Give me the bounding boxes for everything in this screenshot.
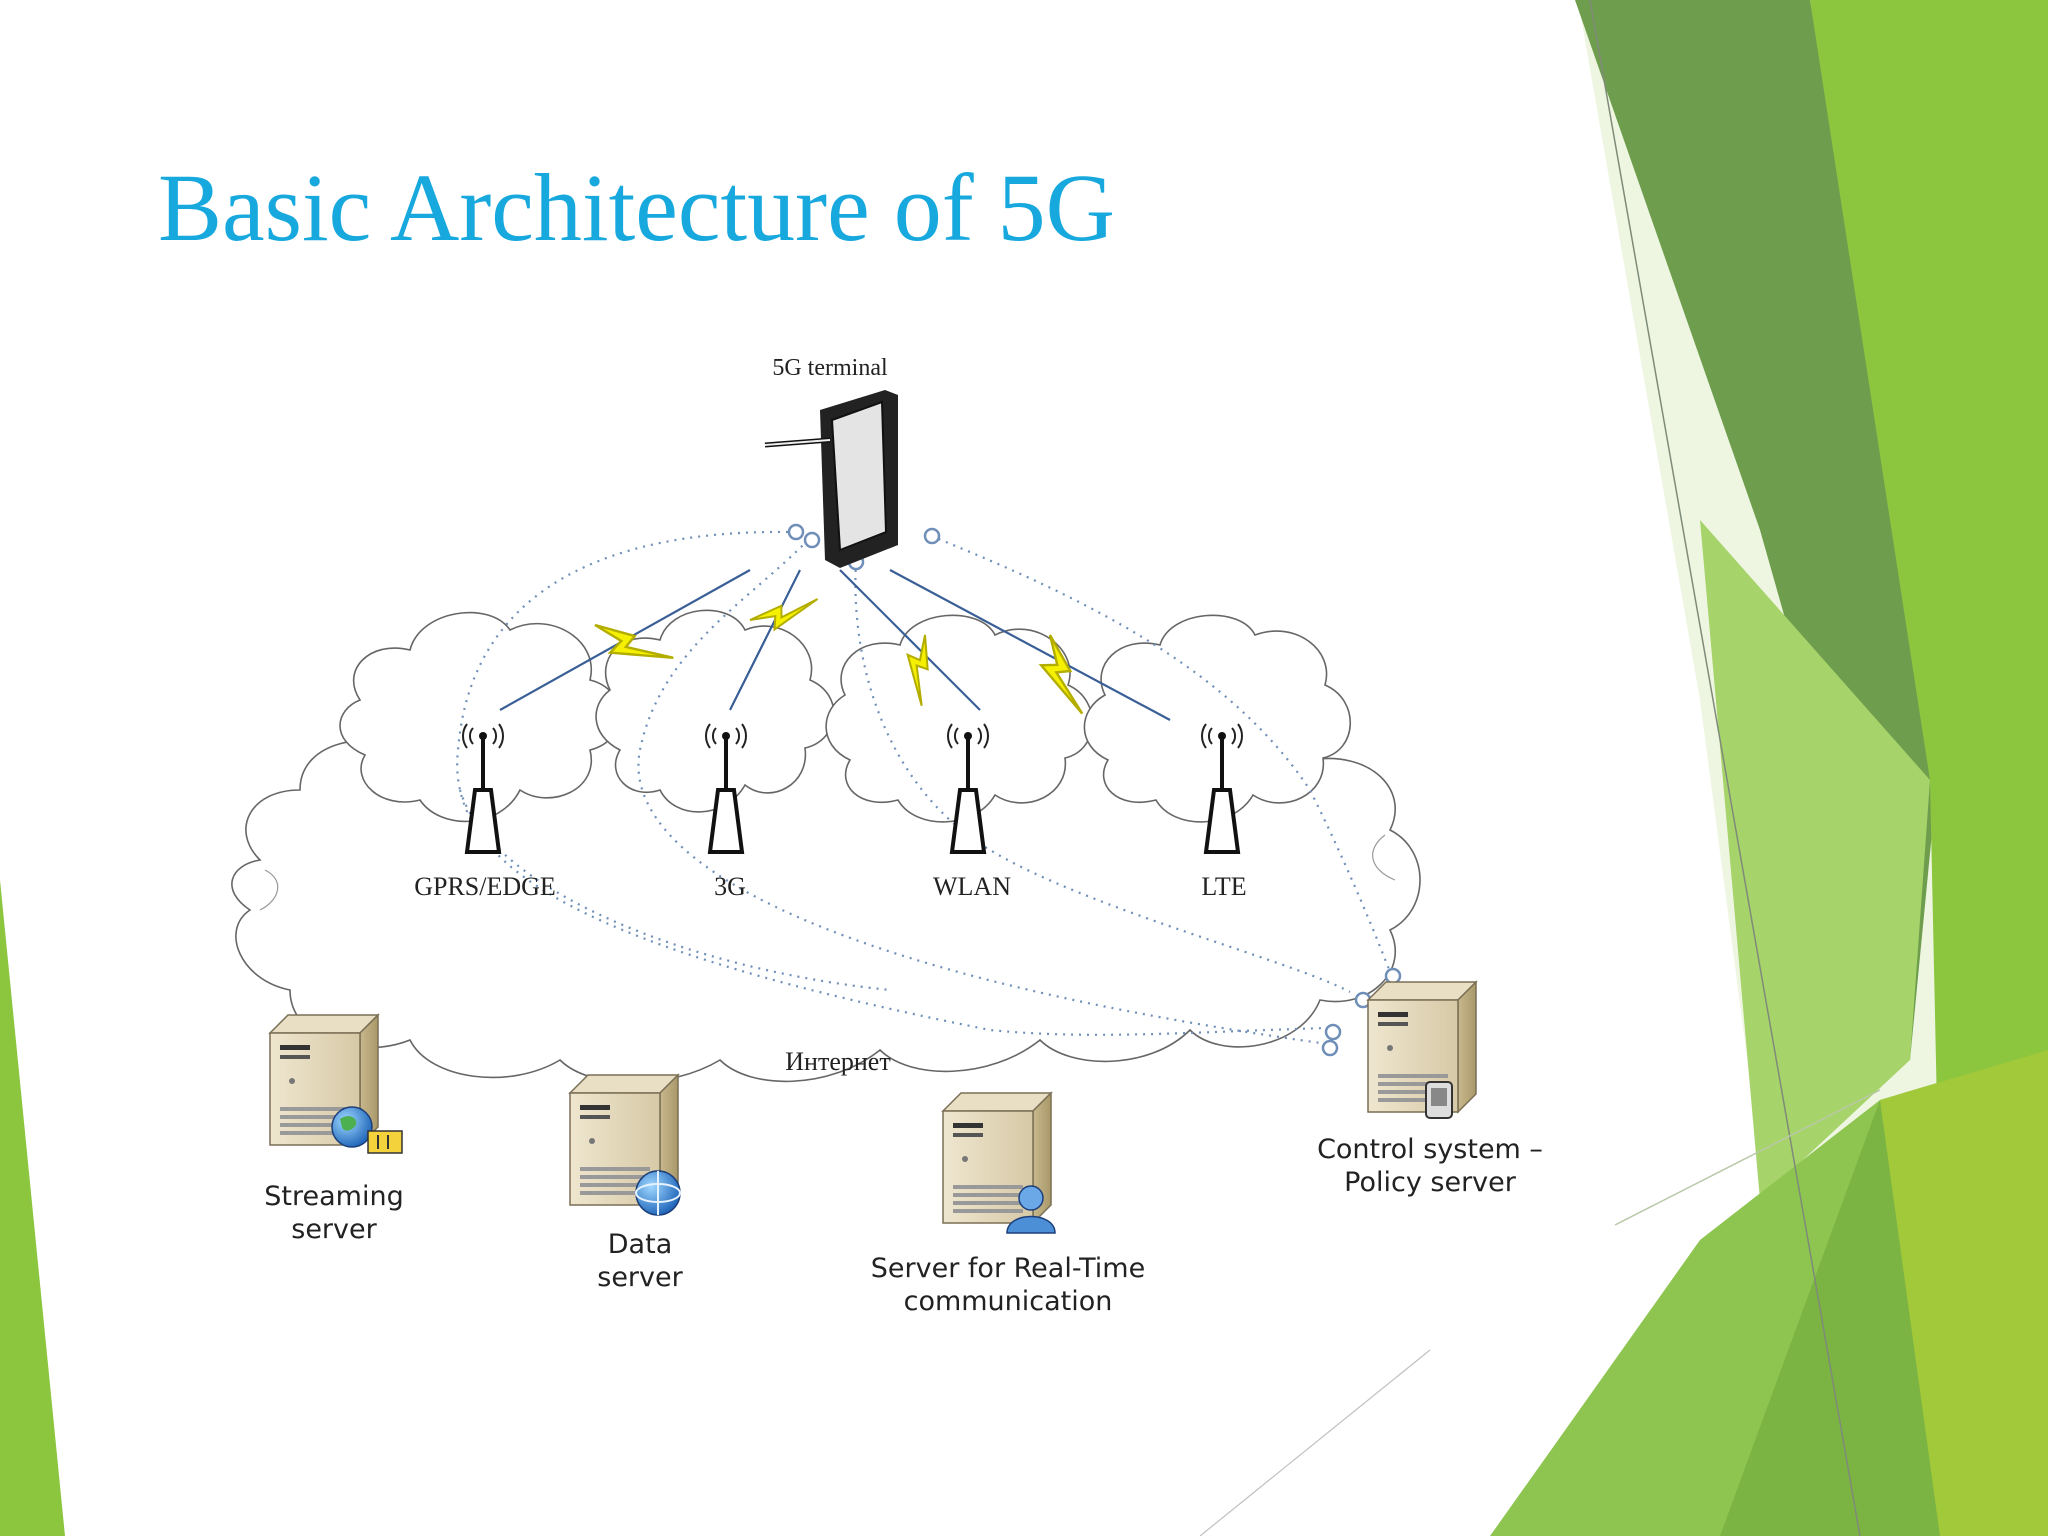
terminal-label: 5G terminal	[772, 355, 888, 381]
data-server-label-1: Data	[608, 1229, 672, 1260]
policy-server-label-2: Policy server	[1344, 1167, 1517, 1198]
realtime-server-icon	[942, 1092, 1056, 1234]
data-server-icon	[569, 1074, 681, 1216]
internet-label: Интернет	[785, 1047, 890, 1076]
network-label-lte: LTE	[1201, 872, 1246, 901]
architecture-diagram: 5G terminal GPRS/EDGE 3G WLAN LTE Интерн…	[231, 355, 1543, 1317]
network-label-gprs-edge: GPRS/EDGE	[414, 872, 556, 901]
realtime-server-label-2: communication	[904, 1286, 1113, 1317]
network-label-3g: 3G	[714, 872, 746, 901]
realtime-server-label-1: Server for Real-Time	[871, 1253, 1145, 1284]
streaming-server-label-2: server	[291, 1214, 377, 1245]
policy-server-label-1: Control system –	[1317, 1134, 1543, 1165]
slide-title: Basic Architecture of 5G	[158, 154, 1115, 261]
streaming-server-icon	[269, 1014, 403, 1154]
network-label-wlan: WLAN	[933, 872, 1011, 901]
terminal-icon	[764, 390, 898, 568]
streaming-server-label-1: Streaming	[264, 1181, 403, 1212]
policy-server-icon	[1367, 981, 1477, 1119]
data-server-label-2: server	[597, 1262, 683, 1293]
